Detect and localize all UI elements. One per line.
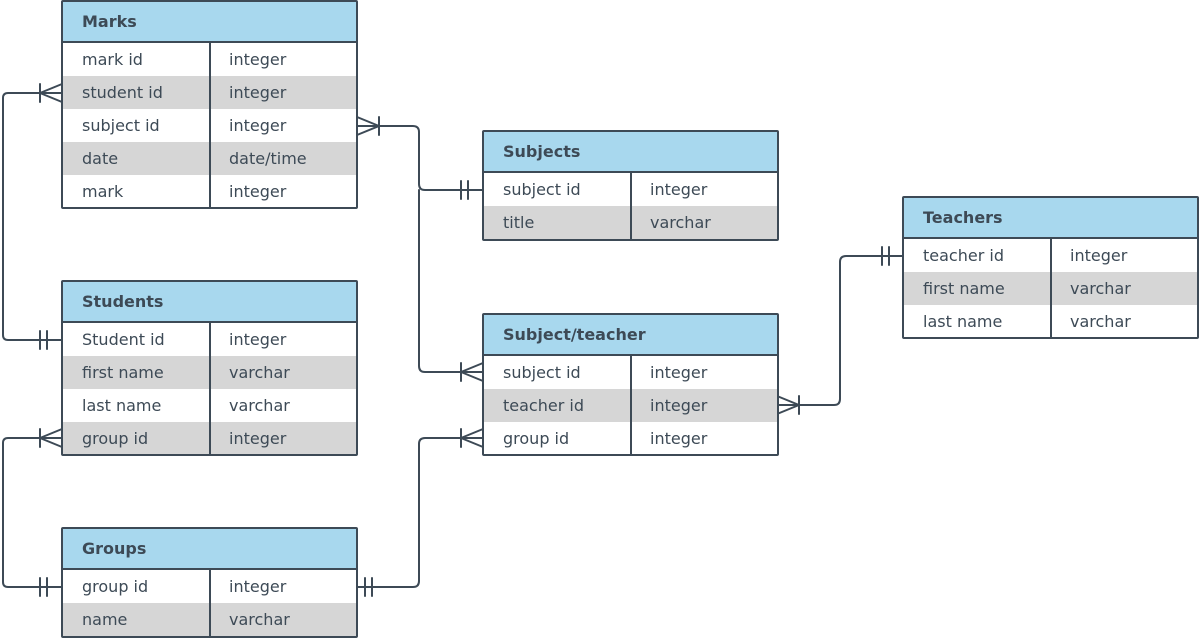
field-type: integer [229,116,287,135]
connector-groups-students [2,437,63,588]
one-marker-groups-left [39,577,48,597]
connector-teachers-subject-teacher [776,255,904,406]
entity-subject-teacher[interactable]: Subject/teacher subject id integer teach… [482,313,779,456]
table-row: subject id integer [484,173,777,206]
entity-title: Marks [63,2,356,43]
one-marker-teachers [881,246,890,266]
field-name: first name [82,363,164,382]
column-divider [209,570,211,636]
table-row: subject id integer [63,109,356,142]
field-name: group id [503,429,570,448]
table-row: group id integer [484,422,777,454]
many-marker-subject-teacher-group [460,428,484,448]
connector-students-marks [2,92,63,341]
field-type: integer [650,396,708,415]
field-name: subject id [503,180,581,199]
field-type: integer [1070,246,1128,265]
one-marker-subjects [460,180,469,200]
field-type: integer [650,429,708,448]
field-name: subject id [82,116,160,135]
field-name: mark id [82,50,143,69]
entity-students[interactable]: Students Student id integer first name v… [61,280,358,456]
entity-title: Groups [63,529,356,570]
connector-subjects-marks [355,125,484,191]
table-row: last name varchar [904,305,1197,337]
field-type: date/time [229,149,307,168]
many-marker-marks-subject [356,116,380,136]
field-name: group id [82,577,149,596]
field-type: varchar [229,396,290,415]
field-name: Student id [82,330,165,349]
column-divider [1050,239,1052,337]
table-row: last name varchar [63,389,356,422]
entity-groups[interactable]: Groups group id integer name varchar [61,527,358,638]
field-type: integer [650,363,708,382]
column-divider [630,173,632,239]
table-row: group id integer [63,570,356,603]
field-name: date [82,149,119,168]
field-name: teacher id [923,246,1004,265]
field-type: varchar [229,363,290,382]
field-name: title [503,213,535,232]
column-divider [209,323,211,454]
field-name: last name [923,312,1003,331]
one-marker-groups-right [364,577,373,597]
field-type: integer [229,429,287,448]
entity-subjects[interactable]: Subjects subject id integer title varcha… [482,130,779,241]
column-divider [209,43,211,207]
entity-title: Students [63,282,356,323]
field-type: integer [229,50,287,69]
table-row: Student id integer [63,323,356,356]
field-name: mark [82,182,124,201]
many-marker-subject-teacher-teacher [776,395,800,415]
field-name: teacher id [503,396,584,415]
table-row: subject id integer [484,356,777,389]
field-name: student id [82,83,163,102]
field-type: integer [229,182,287,201]
many-marker-subject-teacher-subject [460,362,484,382]
field-type: integer [229,330,287,349]
field-type: varchar [229,610,290,629]
one-marker-students [39,330,48,350]
many-marker-marks-student [39,83,63,103]
field-type: integer [650,180,708,199]
entity-title: Subjects [484,132,777,173]
field-type: varchar [650,213,711,232]
entity-marks[interactable]: Marks mark id integer student id integer… [61,0,358,209]
table-row: mark id integer [63,43,356,76]
table-row: teacher id integer [904,239,1197,272]
many-marker-students-group [39,428,63,448]
table-row: mark integer [63,175,356,207]
field-name: last name [82,396,162,415]
field-name: name [82,610,128,629]
entity-teachers[interactable]: Teachers teacher id integer first name v… [902,196,1199,339]
field-name: first name [923,279,1005,298]
connector-subjects-subject-teacher [418,189,484,373]
column-divider [630,356,632,454]
field-type: varchar [1070,312,1131,331]
field-name: subject id [503,363,581,382]
connector-groups-subject-teacher [355,437,484,588]
field-name: group id [82,429,149,448]
entity-title: Subject/teacher [484,315,777,356]
entity-title: Teachers [904,198,1197,239]
field-type: integer [229,83,287,102]
field-type: integer [229,577,287,596]
field-type: varchar [1070,279,1131,298]
